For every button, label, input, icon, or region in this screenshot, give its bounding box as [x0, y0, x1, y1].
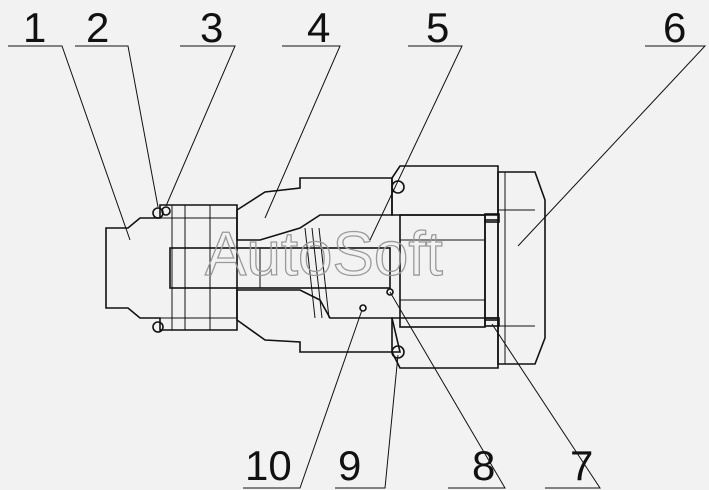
leader-lines — [8, 45, 707, 489]
label-3: 3 — [200, 4, 223, 51]
nut-housing — [391, 165, 546, 369]
inner-sleeve — [399, 214, 499, 328]
watermark-text: AutoSoft — [205, 220, 443, 289]
label-10: 10 — [245, 442, 292, 489]
label-1: 1 — [23, 4, 46, 51]
spring — [304, 227, 330, 319]
cap-part-1 — [105, 204, 238, 331]
seal-7 — [484, 317, 500, 327]
label-6: 6 — [663, 4, 686, 51]
label-8: 8 — [472, 442, 495, 489]
part-labels: 1 2 3 4 5 6 7 8 9 10 — [23, 4, 686, 489]
label-7: 7 — [570, 442, 593, 489]
label-4: 4 — [307, 4, 330, 51]
stem — [169, 247, 391, 289]
ring-8 — [386, 288, 394, 296]
label-9: 9 — [338, 442, 361, 489]
label-2: 2 — [86, 4, 109, 51]
label-5: 5 — [426, 4, 449, 51]
o-ring-3 — [161, 206, 171, 216]
